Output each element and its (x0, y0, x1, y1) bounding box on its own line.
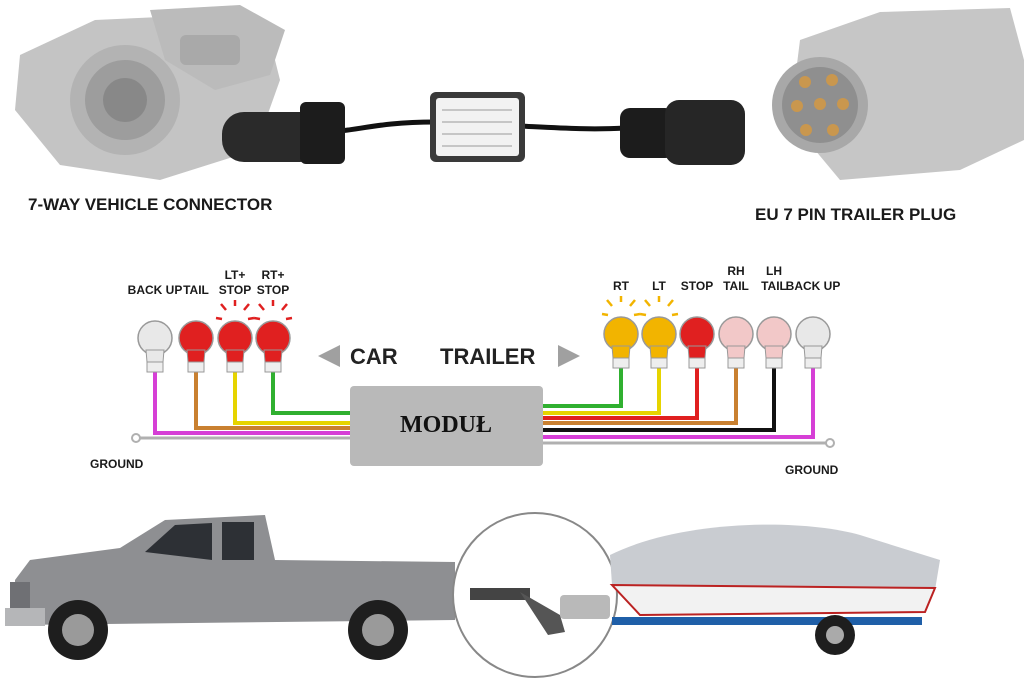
light-ray-icon (243, 303, 250, 311)
trailer-lamp-0: RT (601, 279, 641, 369)
ground-terminal-right (825, 438, 835, 448)
bulb-base-icon (226, 361, 244, 373)
module-box (350, 386, 543, 466)
lamp-label: TAIL (183, 283, 209, 297)
bulb-base-icon (264, 361, 282, 373)
light-ray-icon (629, 299, 636, 307)
light-ray-icon (639, 312, 647, 317)
car-wire-2 (233, 372, 350, 425)
light-ray-icon (633, 312, 641, 317)
trailer-wire-2 (543, 368, 699, 420)
trailer-wire-4 (543, 368, 776, 432)
light-ray-icon (281, 303, 288, 311)
trailer-lamp-1: LT (639, 279, 679, 369)
trailer-wire-1 (543, 368, 661, 415)
car-wire-3 (271, 372, 350, 415)
lamp-label: TAIL (723, 279, 749, 293)
pickup-truck-image (5, 515, 455, 660)
trailer-wire-3 (543, 368, 738, 425)
lamp-label-top: LT+ (225, 268, 246, 282)
trailer-wire-0 (543, 368, 623, 408)
bulb-base-icon (727, 357, 745, 369)
lamp-label: LT (652, 279, 666, 293)
ground-right-label: GROUND (785, 463, 839, 477)
bulb-base-icon (146, 361, 164, 373)
lamp-label-top: RH (727, 264, 744, 278)
light-ray-icon (644, 299, 651, 307)
lamp-label: STOP (681, 279, 713, 293)
light-ray-icon (220, 303, 227, 311)
car-wire-0 (153, 372, 350, 435)
bulb-base-icon (765, 357, 783, 369)
car-label: CAR (350, 344, 398, 369)
arrow-left-icon (318, 345, 340, 367)
car-lamp-0: BACK UP (128, 283, 183, 373)
lamp-label: RT (613, 279, 630, 293)
lamp-label: STOP (219, 283, 251, 297)
lamp-label: TAIL (761, 279, 787, 293)
trailer-lamp-2: STOP (679, 279, 715, 369)
bulb-base-icon (612, 357, 630, 369)
trailer-plug-label: EU 7 PIN TRAILER PLUG (755, 205, 956, 224)
lamp-label-top: RT+ (261, 268, 284, 282)
hitch-detail-image (452, 512, 618, 678)
bulb-base-icon (688, 357, 706, 369)
bulb-base-icon (187, 361, 205, 373)
light-ray-icon (285, 316, 293, 321)
adapter-cable-image (222, 92, 745, 165)
lamp-label: BACK UP (786, 279, 841, 293)
wiring-group (131, 368, 835, 448)
arrow-right-icon (558, 345, 580, 367)
bulb-base-icon (804, 357, 822, 369)
light-ray-icon (215, 316, 223, 321)
lamp-label: BACK UP (128, 283, 183, 297)
light-ray-icon (247, 316, 255, 321)
eu-plug-image (772, 8, 1024, 180)
trailer-wire-5 (543, 368, 815, 439)
car-wire-1 (194, 372, 350, 430)
bulb-base-icon (650, 357, 668, 369)
trailer-label: TRAILER (440, 344, 535, 369)
vehicle-connector-label: 7-WAY VEHICLE CONNECTOR (28, 195, 272, 214)
light-ray-icon (601, 312, 609, 317)
light-ray-icon (671, 312, 679, 317)
light-ray-icon (606, 299, 613, 307)
module-label: MODUŁ (400, 412, 492, 438)
light-ray-icon (667, 299, 674, 307)
lamp-label-top: LH (766, 264, 782, 278)
light-ray-icon (258, 303, 265, 311)
boat-trailer-image (609, 524, 940, 655)
light-ray-icon (253, 316, 261, 321)
trailer-lamp-5: BACK UP (786, 279, 841, 369)
car-lamp-1: TAIL (178, 283, 214, 373)
ground-terminal-left (131, 433, 141, 443)
vehicle-socket-image (15, 5, 285, 180)
lamp-label: STOP (257, 283, 289, 297)
ground-left-label: GROUND (90, 457, 144, 471)
